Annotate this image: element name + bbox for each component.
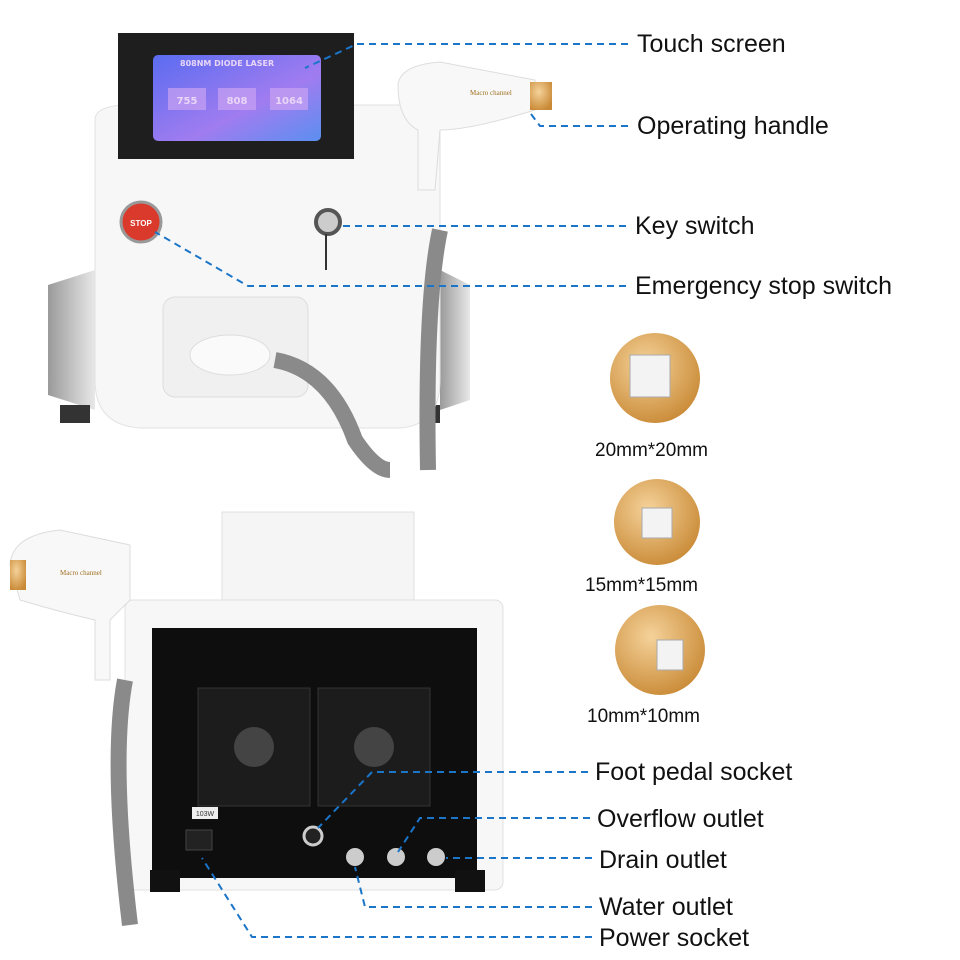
svg-text:755: 755 [177,96,198,107]
label-drain-outlet: Drain outlet [599,846,727,874]
water-outlet[interactable] [346,848,364,866]
power-socket[interactable] [185,829,213,851]
drain-outlet[interactable] [427,848,445,866]
svg-text:808: 808 [227,96,248,107]
key-switch[interactable] [314,208,342,236]
svg-text:Macro channel: Macro channel [470,89,512,97]
label-touch-screen: Touch screen [637,30,786,58]
spot-size-tips [610,333,705,695]
foot-pedal-socket[interactable] [302,825,324,847]
rear-view-machine: 103W Macro channel [9,511,504,926]
leader-lines [154,43,628,938]
svg-text:STOP: STOP [130,219,152,228]
label-water-outlet: Water outlet [599,893,733,921]
label-key-switch: Key switch [635,212,755,240]
svg-text:808NM DIODE LASER: 808NM DIODE LASER [180,59,274,68]
operating-handle[interactable] [397,61,536,191]
svg-text:Macro channel: Macro channel [60,569,102,577]
label-operating-handle: Operating handle [637,112,829,140]
size-20mm: 20mm*20mm [595,440,708,461]
svg-text:103W: 103W [196,811,215,818]
label-overflow-outlet: Overflow outlet [597,805,764,833]
emergency-stop-button[interactable] [119,200,163,244]
overflow-outlet[interactable] [387,848,405,866]
front-view-machine: 808NM DIODE LASER 755 808 1064 STOP Macr… [48,33,552,478]
label-emergency-stop: Emergency stop switch [635,272,893,300]
size-15mm: 15mm*15mm [585,575,698,596]
label-foot-pedal-socket: Foot pedal socket [595,758,793,786]
size-10mm: 10mm*10mm [587,706,700,727]
label-power-socket: Power socket [599,924,750,952]
svg-text:1064: 1064 [275,96,303,107]
